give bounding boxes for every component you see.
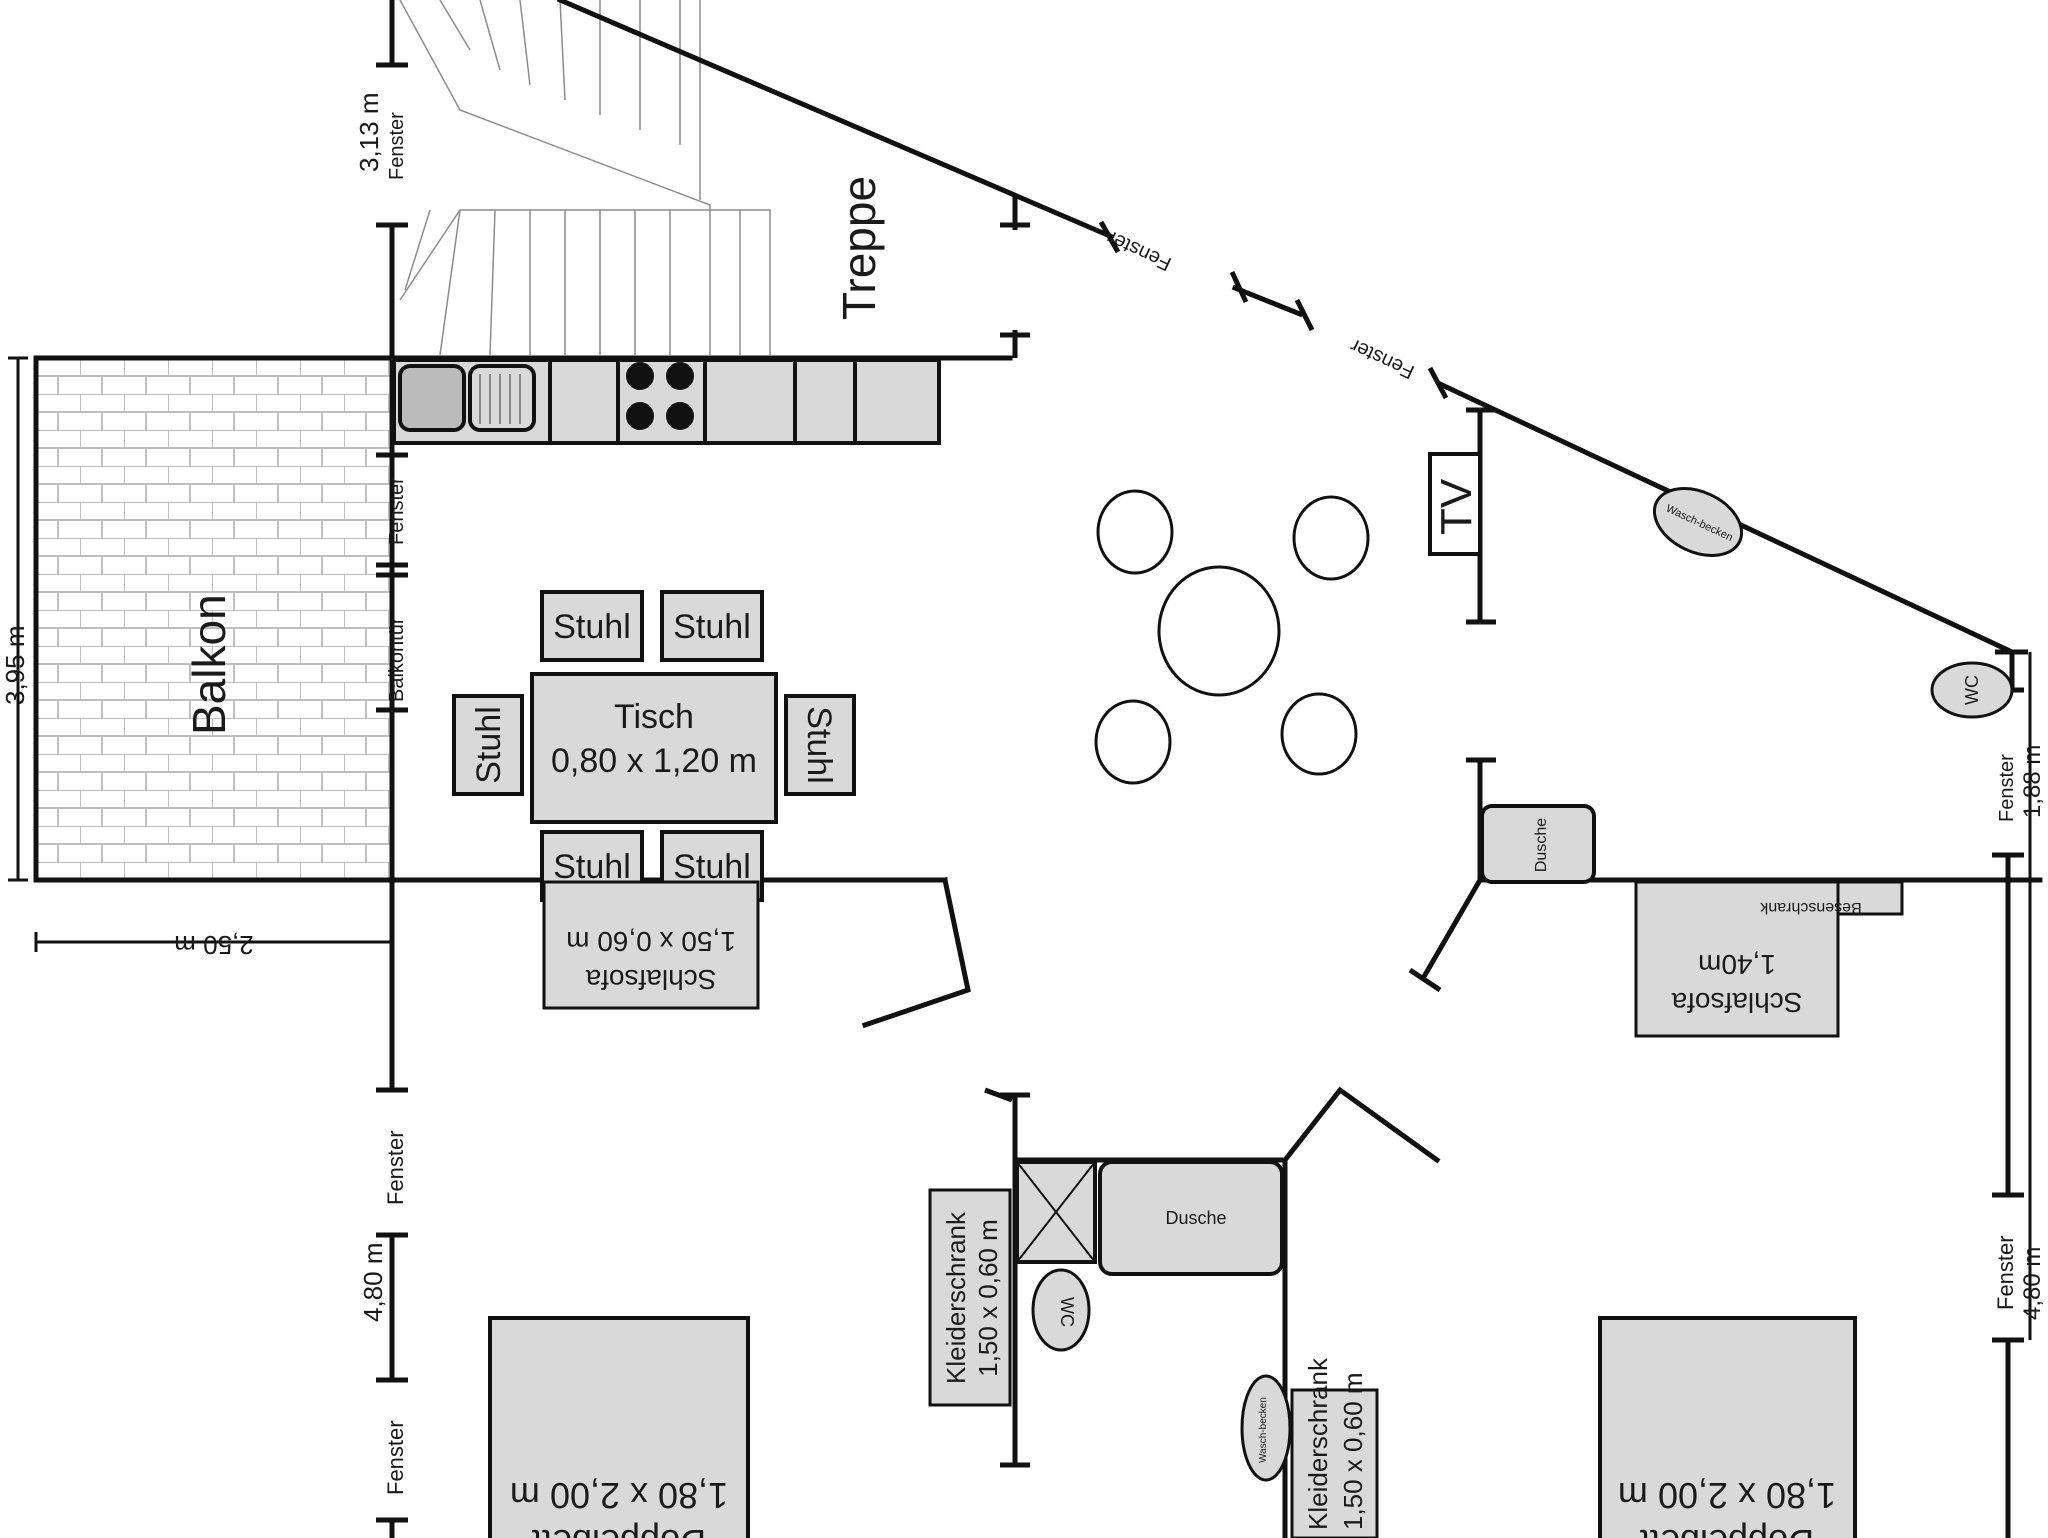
label-balkontuer: Balkontür [386,617,408,702]
dining-table [530,672,778,824]
label-fenster-right-2: Fenster [1993,1235,2018,1310]
sofa-bed-left [542,880,760,1010]
label-wc-middle: WC [1057,1297,1077,1327]
label-kleiderschrank-right-size: 1,50 x 0,60 m [1338,1372,1368,1530]
dimension-lines [8,356,2032,1340]
label-fenster-diag-1: Fenster [1104,226,1175,275]
label-schlafsofa-left: Schlafsofa [585,964,716,995]
label-besenschrank: Besenschrank [1759,899,1861,916]
label-stuhl-1: Stuhl [553,608,631,646]
double-bed-left [488,1316,750,1538]
label-kleiderschrank-left: Kleiderschrank [941,1211,971,1384]
label-doppelbett-right-size: 1,80 x 2,00 m [1618,1475,1836,1516]
label-schlafsofa-right-size: 1,40m [1698,949,1776,980]
shower-upper [1480,804,1596,884]
label-doppelbett-right: Doppelbett [1640,1522,1814,1538]
label-dim-balkon-width: 2,50 m [174,930,254,960]
label-kleiderschrank-left-size: 1,50 x 0,60 m [973,1219,1003,1377]
label-waschbecken-middle: Wasch-becken [1258,1397,1269,1463]
label-fenster-left-1: Fenster [386,477,408,545]
staircase [399,0,771,356]
label-stuhl-6: Stuhl [800,706,838,784]
wardrobe-left [928,1188,1012,1407]
label-stuhl-2: Stuhl [673,608,751,646]
double-bed-right [1598,1316,1857,1538]
label-fenster-left-2: Fenster [383,1130,408,1205]
label-dim-right-upper: 1,88 m [2019,745,2046,818]
label-stuhl-3: Stuhl [553,848,631,886]
label-dusche-upper: Dusche [1533,818,1550,872]
sofa-bed-right [1634,880,1840,1038]
washbasin [1652,487,1744,557]
label-tv: TV [1432,478,1481,535]
stove-icon [626,362,694,430]
tv [1428,452,1482,556]
label-dusche-middle: Dusche [1165,1208,1226,1228]
label-fenster-left-3: Fenster [383,1420,408,1495]
sink-icon [398,364,536,432]
label-stuhl-4: Stuhl [673,848,751,886]
label-dim-balkon-height: 3,95 m [0,626,30,706]
label-tisch: Tisch [614,698,694,736]
wall-caps [376,62,2028,1523]
label-dim-top: 3,13 m [354,93,384,173]
label-tisch-size: 0,80 x 1,20 m [551,742,757,780]
label-schlafsofa-left-size: 1,50 x 0,60 m [566,926,736,957]
round-table [1094,489,1370,785]
label-fenster-top: Fenster [386,112,408,180]
label-doppelbett-left: Doppelbett [532,1522,706,1538]
label-balkon: Balkon [183,594,235,735]
label-fenster-right-1: Fenster [1996,754,2018,822]
bathroom-middle [1015,1160,1292,1482]
label-dim-right-lower: 4,80 m [2019,1247,2046,1320]
label-schlafsofa-right: Schlafsofa [1671,987,1802,1018]
label-kleiderschrank-right: Kleiderschrank [1303,1357,1333,1530]
wardrobe-right [1290,1388,1379,1538]
label-stuhl-5: Stuhl [470,706,508,784]
label-treppe: Treppe [833,176,885,320]
label-wc-upper: WC [1962,675,1982,705]
label-dim-left-lower: 4,80 m [358,1243,388,1323]
label-fenster-diag-2: Fenster [1347,334,1418,383]
toilet-upper [1930,661,2014,719]
label-doppelbett-left-size: 1,80 x 2,00 m [510,1475,728,1516]
